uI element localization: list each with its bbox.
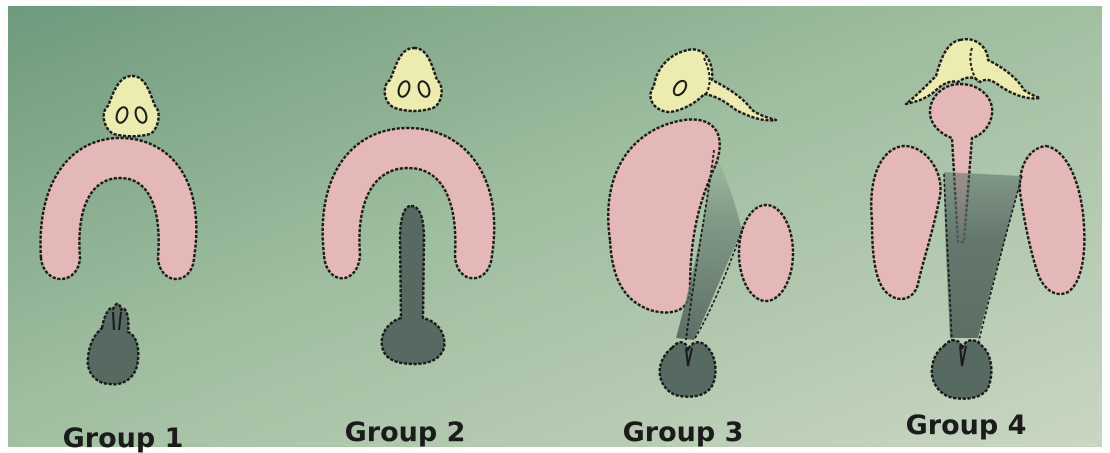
group-2-label: Group 2 (345, 417, 466, 448)
group-3-label: Group 3 (623, 417, 744, 448)
group-3-palate-right (739, 205, 793, 301)
group-4-lip (932, 340, 992, 398)
group-1-label: Group 1 (63, 423, 184, 453)
group-4-label: Group 4 (906, 410, 1027, 441)
